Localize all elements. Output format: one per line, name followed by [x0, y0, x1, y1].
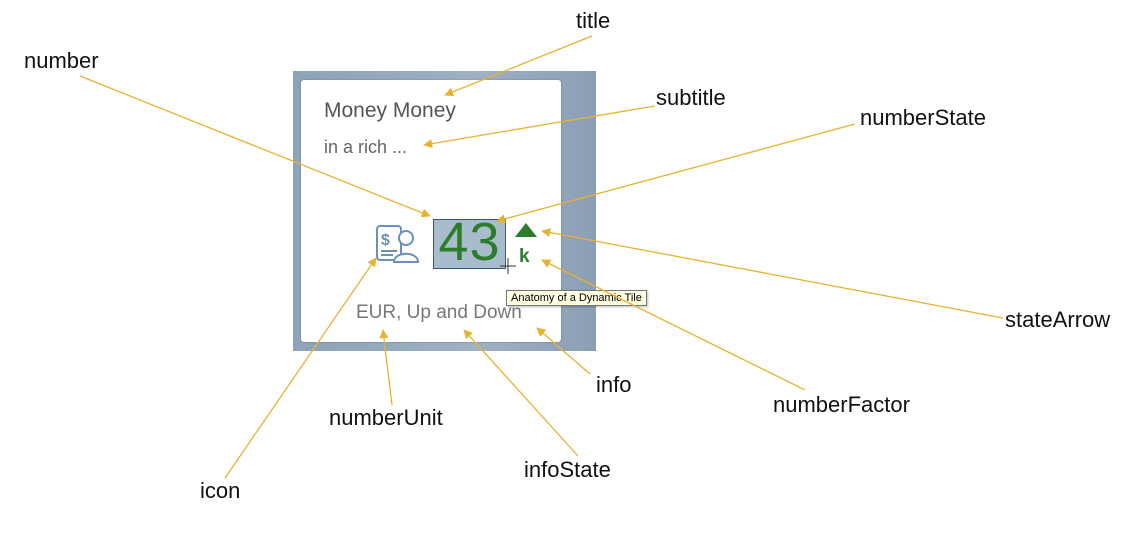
leader-info-state	[463, 329, 579, 457]
label-number-unit: numberUnit	[329, 405, 443, 430]
leader-state-arrow	[541, 228, 1004, 319]
label-title: title	[576, 8, 611, 33]
leader-subtitle	[423, 105, 656, 149]
number-factor: k	[519, 246, 530, 267]
label-number-factor: numberFactor	[773, 392, 910, 417]
leader-icon	[224, 257, 377, 479]
leader-number-state	[496, 123, 856, 224]
leader-number-factor	[541, 259, 806, 391]
label-icon: icon	[200, 478, 241, 503]
svg-text:$: $	[381, 232, 390, 249]
number-selection-highlight	[433, 219, 506, 269]
leader-info	[536, 327, 591, 375]
label-info: info	[596, 372, 632, 397]
tooltip: Anatomy of a Dynamic Tile	[506, 290, 647, 306]
leader-number	[79, 75, 431, 218]
leader-number-unit	[379, 329, 393, 406]
label-number: number	[24, 48, 99, 73]
leader-title	[444, 35, 593, 97]
label-info-state: infoState	[524, 457, 611, 482]
money-person-icon: $	[376, 225, 419, 263]
triangle-up-icon	[515, 223, 537, 237]
label-state-arrow: stateArrow	[1005, 307, 1111, 332]
label-subtitle: subtitle	[656, 85, 726, 110]
tile-footer-unit-info: EUR, Up and Down	[356, 302, 522, 323]
label-number-state: numberState	[860, 105, 986, 130]
tile-title: Money Money	[324, 99, 456, 122]
tile-subtitle: in a rich ...	[324, 137, 408, 157]
tile-number: 43	[438, 212, 501, 272]
crosshair-cursor-icon	[500, 258, 516, 274]
